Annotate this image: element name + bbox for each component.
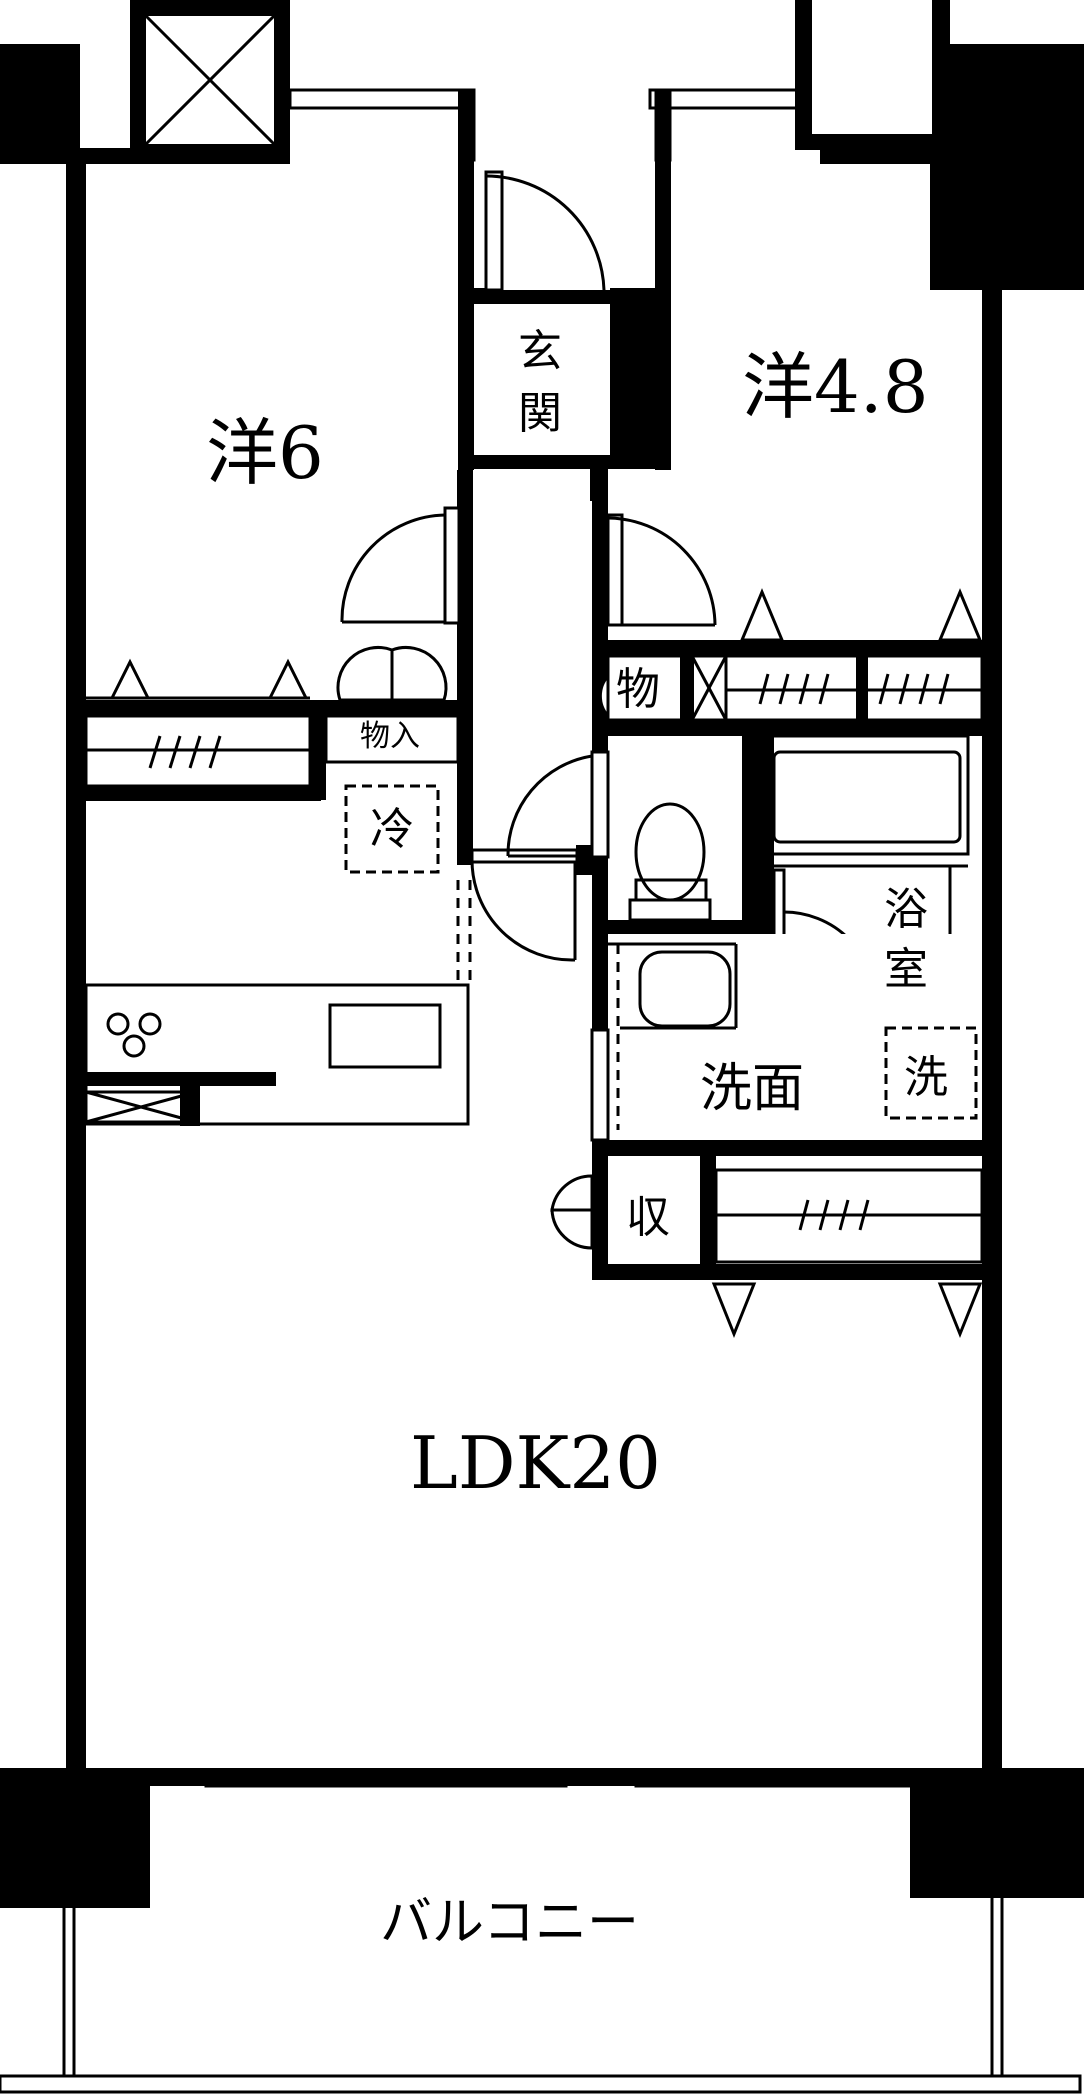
fridge-space — [344, 784, 440, 874]
corridor-door-ldk — [470, 848, 579, 962]
column-bottom-right — [910, 1768, 1084, 1898]
room-label-balcony: バルコニー — [380, 1893, 639, 1953]
wall-bottom-balcony — [150, 1768, 910, 1786]
washroom — [590, 934, 982, 1156]
wall-top-right — [820, 148, 935, 164]
small-closet — [324, 645, 460, 764]
column-bottom-left — [0, 1768, 150, 1908]
bedroom-left-door — [340, 506, 461, 625]
closet-right-door — [598, 672, 610, 720]
wall-left — [66, 160, 86, 1775]
washer-label: 洗 — [904, 1052, 948, 1103]
entrance-door — [484, 170, 606, 292]
room-label-ldk: LDK20 — [410, 1421, 661, 1505]
closet-right-divider — [856, 656, 868, 720]
room-label-washroom: 洗面 — [700, 1059, 804, 1119]
top-windows — [288, 88, 802, 162]
room-label-entrance-1: 玄 — [518, 326, 562, 377]
storage-label-closet-right: 物 — [616, 664, 660, 715]
room-label-entrance-2: 関 — [518, 388, 562, 439]
structural-columns — [0, 44, 1084, 1908]
stove-burners — [106, 1012, 162, 1058]
closet-right-divider-b — [680, 656, 694, 720]
balcony — [0, 1772, 1082, 2094]
toilet-door — [506, 750, 610, 859]
room-label-bath-2: 室 — [884, 944, 928, 995]
exterior-walls — [66, 148, 1002, 1786]
bedroom-right-door — [606, 513, 717, 627]
closet-left-shelf — [84, 658, 312, 788]
room-label-bath-1: 浴 — [884, 884, 928, 935]
fridge-label: 冷 — [370, 804, 414, 855]
room-label-western-6: 洋6 — [206, 411, 324, 495]
wall-right — [982, 285, 1002, 1775]
bedroom-left-walls — [66, 470, 473, 865]
kitchen-wall-b — [180, 1086, 200, 1126]
kitchen-counter — [84, 880, 472, 1126]
room-label-western-4-8: 洋4.8 — [742, 345, 929, 429]
duct-shaft-left — [130, 0, 290, 160]
kitchen-wall — [66, 1072, 276, 1086]
column-top-left — [0, 44, 80, 164]
toilet-room — [608, 736, 758, 934]
duct-shaft-right — [795, 0, 950, 150]
storage-ldk — [550, 1156, 984, 1339]
storage-label-closet-left: 物入 — [360, 719, 420, 754]
column-top-right — [930, 44, 1084, 290]
closet-right — [606, 588, 984, 722]
entrance-box — [474, 304, 610, 455]
storage-label-ldk: 収 — [626, 1192, 670, 1243]
corridor-wall-lower — [576, 845, 592, 875]
